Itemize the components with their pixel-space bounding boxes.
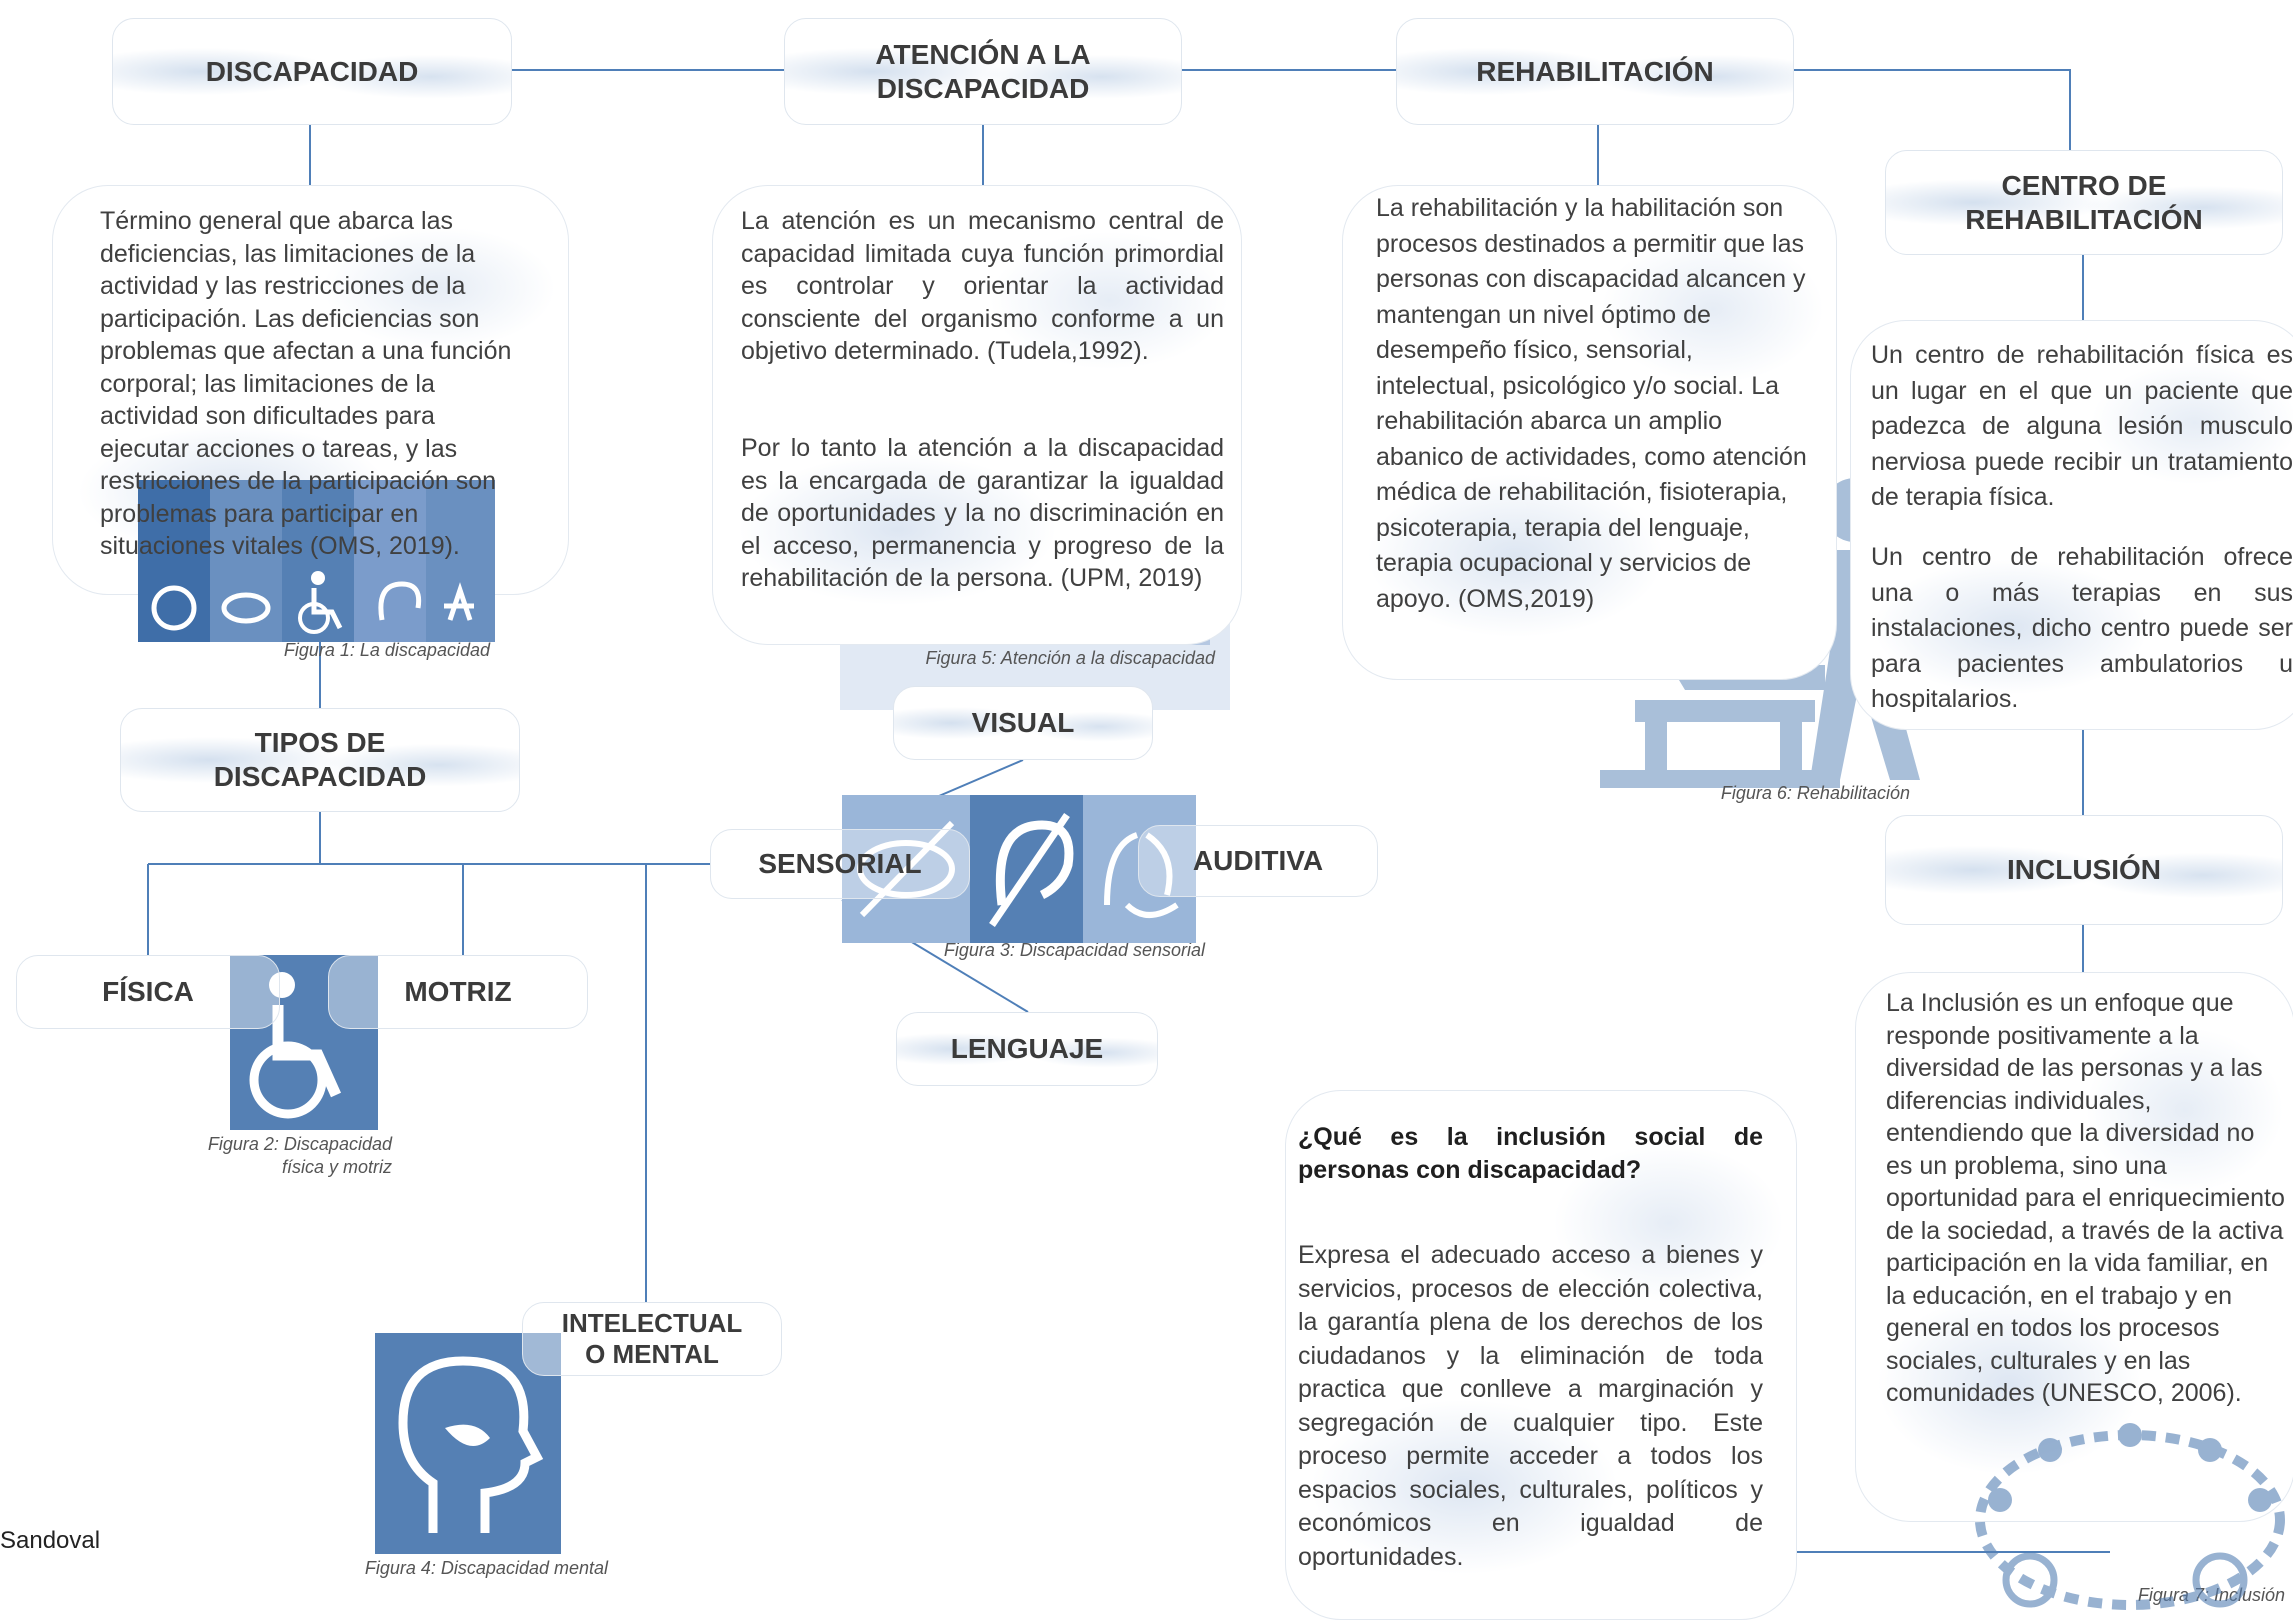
node-visual: VISUAL: [893, 686, 1153, 760]
rehabilitacion-text: La rehabilitación y la habilitación son …: [1376, 194, 1807, 613]
node-label: LENGUAJE: [950, 1033, 1104, 1064]
social-answer: Expresa el adecuado acceso a bienes y se…: [1298, 1241, 1763, 1571]
figure-caption-5: Figura 5: Atención a la discapacidad: [925, 648, 1215, 668]
social-box: [1285, 1090, 1797, 1620]
node-rehabilitacion: REHABILITACIÓN: [1396, 18, 1794, 125]
node-label: DISCAPACIDAD: [205, 55, 419, 87]
inclusion-circle-icon: [1975, 1423, 2285, 1610]
node-sensorial: SENSORIAL: [710, 829, 970, 899]
author-signature: Sandoval: [0, 1527, 101, 1554]
inclusion-box: [1855, 972, 2293, 1522]
node-label: VISUAL: [971, 707, 1075, 738]
centro-box: [1850, 320, 2293, 730]
node-label: MOTRIZ: [404, 976, 512, 1007]
atencion-text-2: Por lo tanto la atención a la discapacid…: [741, 434, 1224, 592]
rehabilitacion-box: [1342, 185, 1837, 680]
figure-caption-1: Figura 1: La discapacidad: [283, 640, 490, 660]
figure-caption-6: Figura 6: Rehabilitación: [1720, 783, 1910, 803]
node-motriz: MOTRIZ: [328, 955, 588, 1029]
sensory-disability-icon: [842, 795, 1196, 943]
social-question: ¿Qué es la inclusión social de personas …: [1298, 1123, 1763, 1184]
inclusion-text: La Inclusión es un enfoque que responde …: [1886, 989, 2285, 1407]
node-label: AUDITIVA: [1192, 845, 1324, 876]
node-atencion: ATENCIÓN A LA DISCAPACIDAD: [784, 18, 1182, 125]
figure-caption-3: Figura 3: Discapacidad sensorial: [943, 940, 1205, 960]
node-label: INCLUSIÓN: [2007, 854, 2161, 885]
node-label: INTELECTUAL O MENTAL: [561, 1308, 743, 1369]
figure-caption-4: Figura 4: Discapacidad mental: [364, 1558, 608, 1578]
node-label: ATENCIÓN A LA DISCAPACIDAD: [875, 38, 1091, 104]
node-intelectual: INTELECTUAL O MENTAL: [522, 1302, 782, 1376]
centro-text-2: Un centro de rehabilitación ofrece una o…: [1871, 543, 2293, 713]
atencion-box: [712, 185, 1242, 645]
node-lenguaje: LENGUAJE: [896, 1012, 1158, 1086]
node-label: SENSORIAL: [758, 848, 922, 879]
node-label: REHABILITACIÓN: [1476, 55, 1714, 87]
node-label: CENTRO DE REHABILITACIÓN: [1965, 169, 2203, 235]
node-discapacidad: DISCAPACIDAD: [112, 18, 512, 125]
node-inclusion: INCLUSIÓN: [1885, 815, 2283, 925]
node-tipos: TIPOS DE DISCAPACIDAD: [120, 708, 520, 812]
node-centro: CENTRO DE REHABILITACIÓN: [1885, 150, 2283, 255]
node-label: FÍSICA: [102, 976, 194, 1007]
disability-symbols-icon: [138, 480, 495, 642]
wheelchair-icon: [230, 955, 378, 1130]
centro-text-1: Un centro de rehabilitación física es un…: [1871, 341, 2293, 511]
node-label: TIPOS DE DISCAPACIDAD: [213, 727, 427, 792]
atencion-text-1: La atención es un mecanismo central de c…: [741, 207, 1224, 365]
figure-caption-2: Figura 2: Discapacidad física y motriz: [207, 1134, 392, 1177]
node-auditiva: AUDITIVA: [1138, 825, 1378, 897]
node-fisica: FÍSICA: [16, 955, 280, 1029]
discapacidad-text: Término general que abarca las deficienc…: [100, 207, 512, 560]
